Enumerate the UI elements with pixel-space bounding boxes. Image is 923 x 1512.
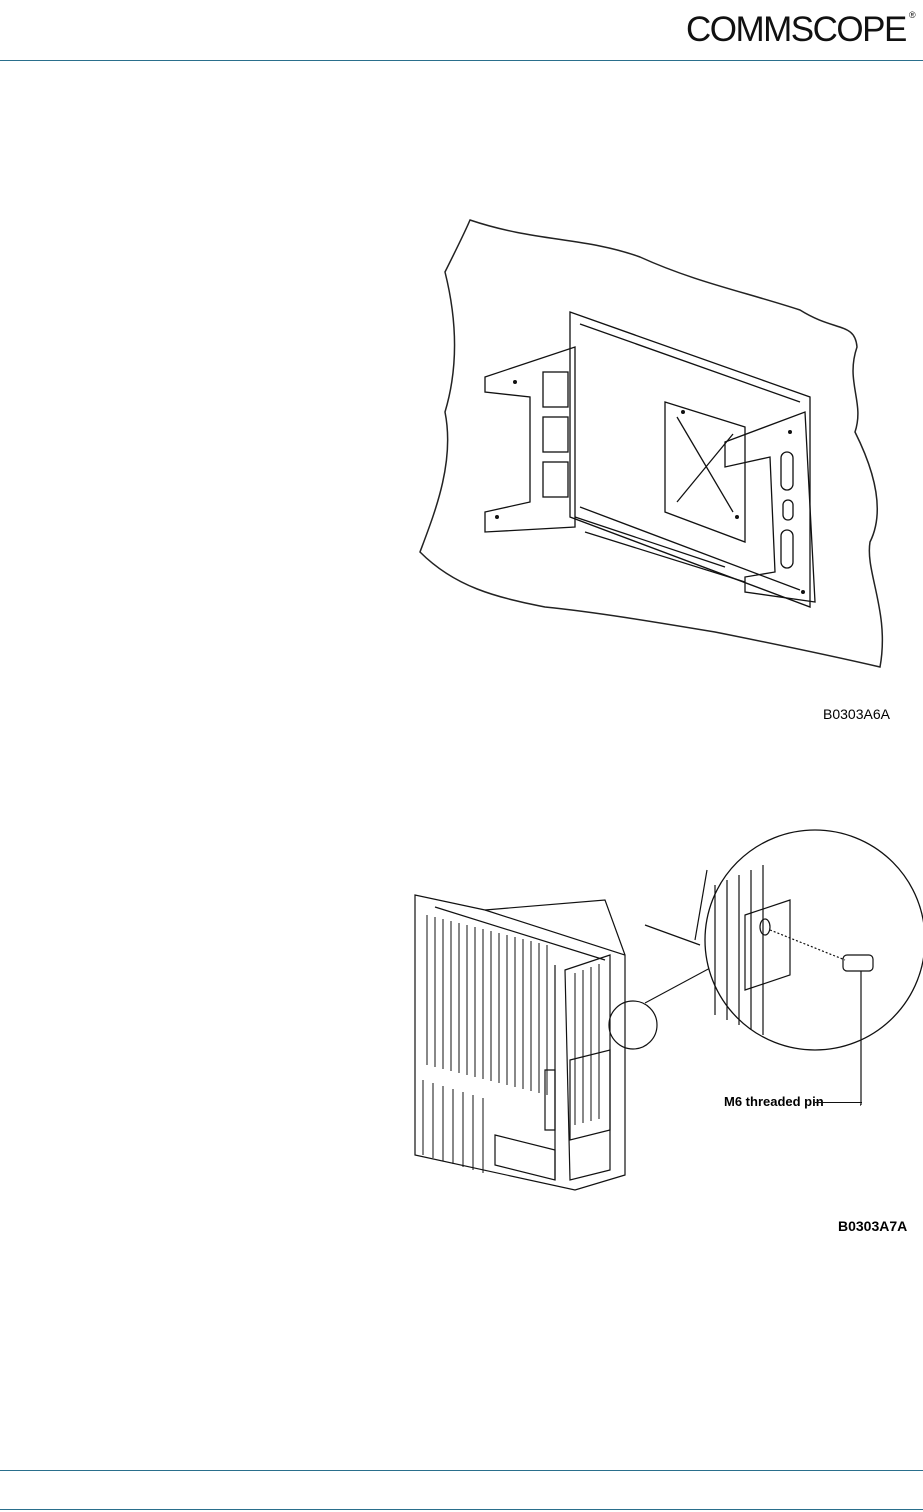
unit-figure: [395, 825, 923, 1225]
bracket-drawing: [415, 212, 890, 682]
logo-text: COMMSCOPE: [686, 10, 906, 50]
footer-rule-top: [0, 1470, 923, 1471]
figure-code: B0303A6A: [823, 706, 890, 722]
footer-rule-bottom: [0, 1509, 923, 1510]
unit-drawing: [395, 825, 923, 1225]
threaded-pin-callout: M6 threaded pin: [724, 1094, 824, 1109]
bracket-figure: [415, 212, 890, 682]
brand-logo: COMMSCOPE ®: [686, 8, 916, 48]
logo-registered-mark: ®: [909, 10, 916, 20]
callout-leader-line: [815, 1102, 862, 1103]
header-rule: [0, 60, 923, 61]
figure-code: B0303A7A: [838, 1218, 907, 1234]
